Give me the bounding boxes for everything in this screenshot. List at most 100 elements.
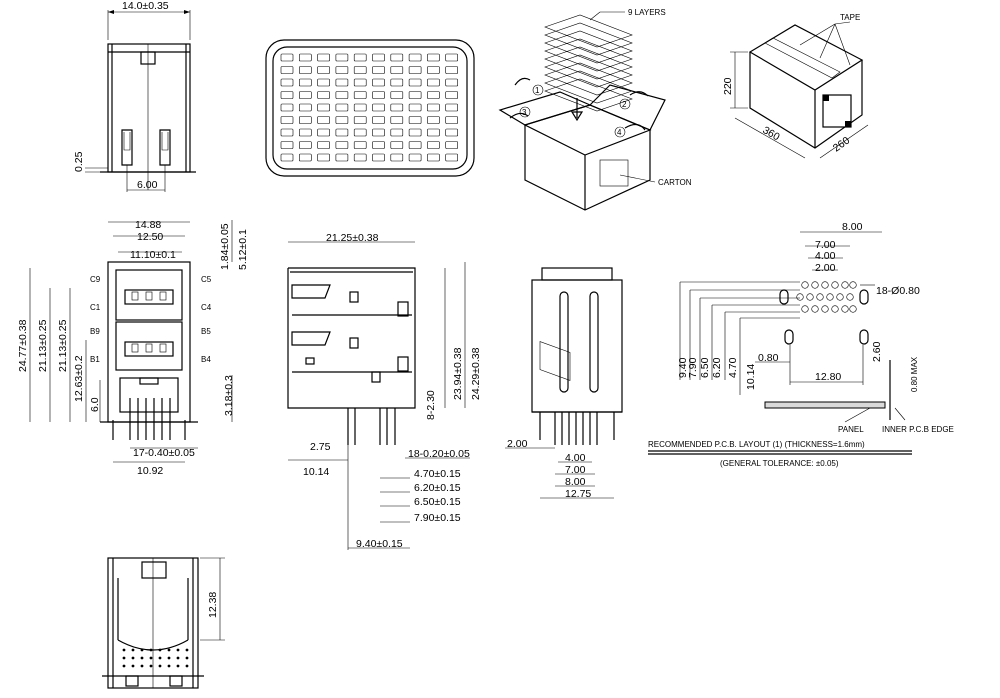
rear-d4: 12.75 (565, 488, 591, 500)
pin-c4: C4 (201, 303, 212, 312)
tray-cell (427, 78, 440, 87)
tray-cell (390, 141, 404, 149)
tray-cell (298, 66, 312, 74)
tray-cell (353, 103, 367, 112)
top-width-dim: 14.0±0.35 (122, 0, 169, 12)
side-d3: 6.50±0.15 (414, 496, 461, 508)
tray-cell (280, 53, 294, 62)
bottom-contact (140, 656, 144, 660)
bottom-contact (185, 648, 189, 652)
front-w-mid: 12.50 (137, 231, 163, 243)
tray-cell (317, 103, 330, 112)
tray-layer (544, 14, 633, 48)
tray-cell (390, 53, 404, 62)
step-3: 3 (522, 108, 527, 117)
bottom-contact (131, 664, 135, 668)
tray-cell (335, 116, 349, 124)
tray-cell (408, 116, 422, 124)
tray-cell (335, 53, 349, 62)
tray-cell (353, 78, 367, 87)
tray-cell (408, 103, 422, 112)
tray-cell (372, 103, 385, 112)
tray-cell (390, 128, 404, 137)
tray (265, 39, 475, 177)
tray-cell (427, 153, 440, 162)
tape-label: TAPE (840, 13, 860, 22)
front-h-top1: 1.84±0.05 (219, 223, 231, 270)
side-d2: 6.20±0.15 (414, 482, 461, 494)
step-1: 1 (535, 86, 540, 95)
front-w-outer: 14.88 (135, 219, 161, 231)
front-h-c: 12.63±0.2 (73, 355, 85, 402)
pcb-tolerance: (GENERAL TOLERANCE: ±0.05) (720, 459, 839, 468)
edge-label: INNER P.C.B EDGE (882, 425, 954, 434)
box-height-dim: 220 (722, 77, 734, 95)
tray-cell (280, 128, 294, 137)
tray-cell (298, 153, 312, 162)
pcb-v3: 6.50 (699, 357, 711, 378)
side-pin-w: 18-0.20±0.05 (408, 448, 470, 460)
front-h-e: 3.18±0.3 (223, 375, 235, 416)
tray-cell (280, 91, 294, 99)
tray-cell (372, 78, 385, 87)
pcb-v2: 7.90 (687, 357, 699, 378)
tray-cell (298, 128, 312, 137)
bottom-contact (149, 664, 153, 668)
tray-cell (353, 153, 367, 162)
tray-cell (427, 66, 440, 74)
side-offset: 2.75 (310, 441, 331, 453)
pcb-title: RECOMMENDED P.C.B. LAYOUT (1) (THICKNESS… (648, 440, 865, 449)
pin-c1: C1 (90, 303, 101, 312)
tray-cell (335, 153, 349, 162)
tray-cell (372, 116, 385, 124)
pin-c9: C9 (90, 275, 101, 284)
bottom-contact (185, 664, 189, 668)
tray-cell (317, 91, 330, 99)
box-depth-dim: 260 (831, 134, 852, 154)
carton-label: CARTON (658, 178, 692, 187)
bottom-contact (122, 656, 126, 660)
bottom-contact (185, 656, 189, 660)
pcb-hole (796, 293, 804, 301)
tray-cell (408, 53, 422, 62)
front-h-b: 21.13±0.25 (57, 319, 69, 372)
front-h-a: 21.13±0.25 (37, 319, 49, 372)
pcb-hole (849, 281, 857, 289)
front-pins: 17-0.40±0.05 (133, 447, 195, 459)
tray-cell (280, 141, 294, 149)
bottom-contact (149, 656, 153, 660)
tray-cell (427, 91, 440, 99)
front-view: 14.88 12.50 11.10±0.1 C9 C1 B9 B1 C5 C4 … (17, 219, 249, 477)
top-view: 14.0±0.35 0.25 6.00 (73, 0, 196, 192)
pcb-h-right: 2.60 (871, 341, 883, 362)
bottom-contact (176, 664, 180, 668)
tray-cell (408, 91, 422, 99)
tray-cell (335, 91, 349, 99)
tray-cell (427, 128, 440, 137)
tray-cell (445, 128, 459, 137)
pcb-holes-label: 18-Ø0.80 (876, 285, 920, 297)
tray-cell (280, 66, 294, 74)
front-w-inner: 11.10±0.1 (130, 249, 176, 261)
tray-cell (317, 116, 330, 124)
pcb-hole (836, 293, 844, 301)
pcb-hole (806, 293, 814, 301)
tray-cell (317, 153, 330, 162)
top-pitch-dim: 6.00 (137, 179, 158, 191)
tray-cell (335, 78, 349, 87)
bottom-contact (158, 656, 162, 660)
tray-cell (335, 128, 349, 137)
tray-cell (298, 91, 312, 99)
tray-cell (390, 103, 404, 112)
side-view: 21.25±0.38 23.94±0.38 24.29±0.38 8-2.30 … (287, 232, 482, 550)
bottom-contact (140, 664, 144, 668)
pcb-d-top1: 8.00 (842, 221, 863, 233)
pcb-hole (841, 305, 849, 313)
front-h-top2: 5.12±0.1 (237, 229, 249, 270)
tray-cell (372, 66, 385, 74)
tray-layer (544, 78, 633, 112)
tray-cell (408, 78, 422, 87)
tray-cell (317, 141, 330, 149)
pcb-hole (801, 281, 809, 289)
